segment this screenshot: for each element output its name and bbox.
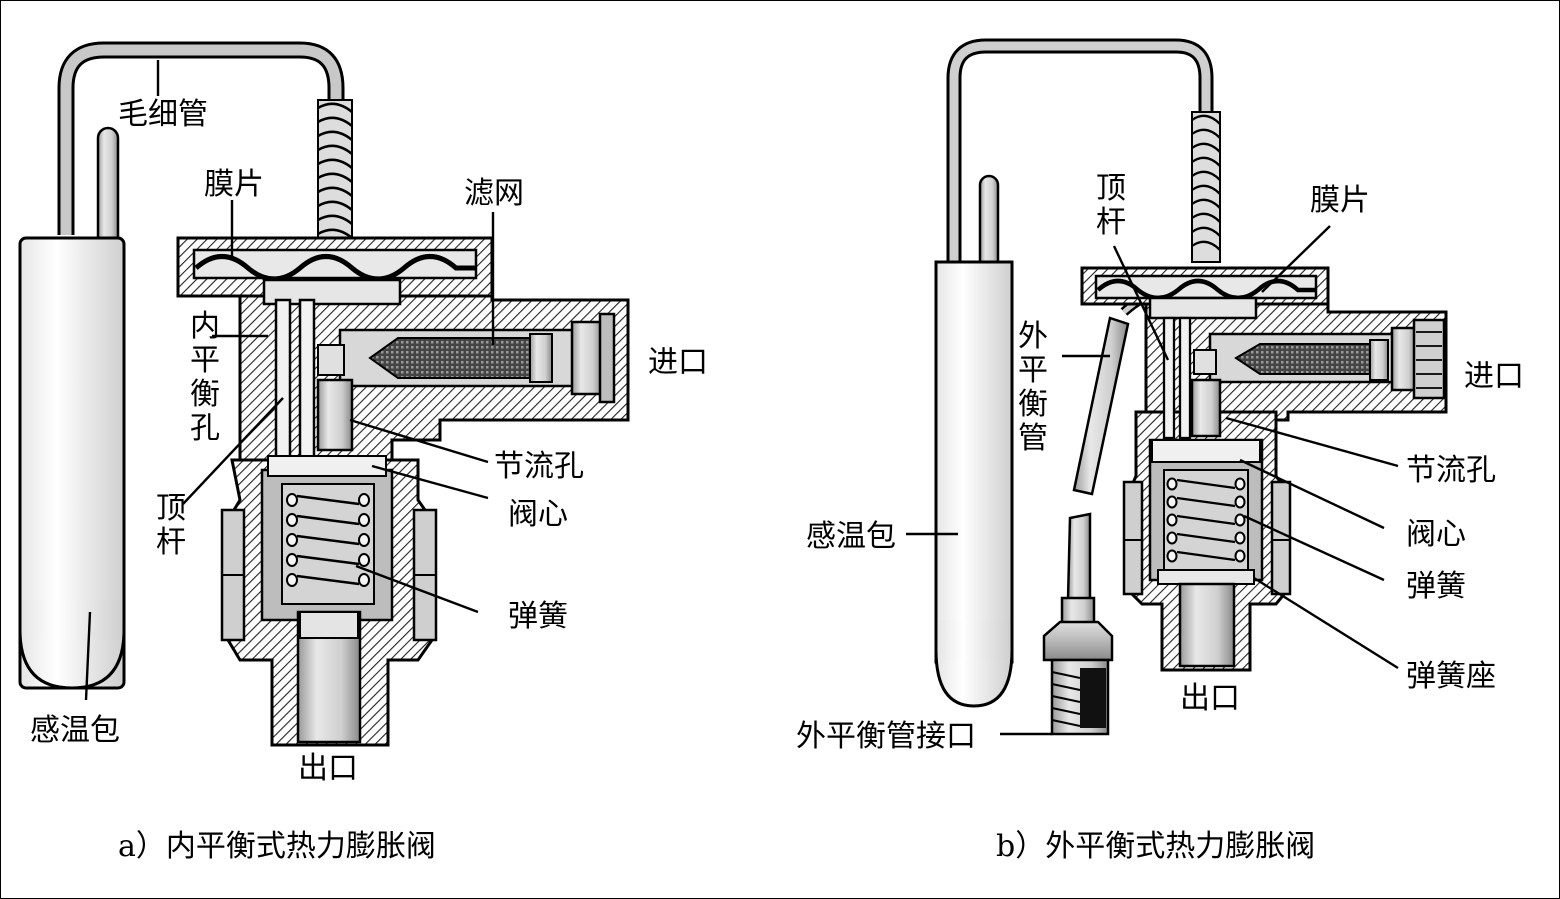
label-sensing-bulb-b: 感温包 [806,519,896,554]
leaders-b [906,225,1399,736]
label-spring-a: 弹簧 [508,599,568,634]
valve-core-b [1190,378,1222,438]
label-outlet-b: 出口 [1180,681,1240,716]
filter-mesh-a [368,337,531,379]
label-capillary-a: 毛细管 [118,97,208,132]
label-outlet-a: 出口 [298,751,358,786]
label-ext-tube-3: 衡 [1018,387,1048,422]
label-sensing-bulb-a: 感温包 [30,713,120,748]
label-push-rod-a-1: 顶 [156,491,186,526]
label-internal-hole-2: 平 [190,343,220,378]
label-inlet-a: 进口 [648,345,708,380]
sensing-bulb-b [934,260,1014,664]
label-ext-tube-4: 管 [1018,421,1048,456]
label-diaphragm-a: 膜片 [204,167,264,202]
label-push-rod-b-2: 杆 [1096,205,1126,240]
label-internal-hole-4: 孔 [190,411,220,446]
filter-mesh-b [1234,343,1371,375]
spring-seat-b [1157,569,1255,585]
label-spring-b: 弹簧 [1406,569,1466,604]
external-balance-port [1042,620,1114,662]
leaders-a [84,60,495,701]
valve-core-a [316,378,354,452]
valve-body-a [176,236,630,747]
label-valve-core-b: 阀心 [1406,517,1466,552]
caption-b: b）外平衡式热力膨胀阀 [996,829,1315,864]
label-ext-port-b: 外平衡管接口 [796,719,976,754]
diagram-b [934,38,1448,736]
diaphragm-a [194,254,476,282]
label-push-rod-b-1: 顶 [1096,171,1126,206]
label-ext-tube-1: 外 [1018,319,1048,354]
spring-a [281,483,375,605]
label-valve-core-a: 阀心 [508,497,568,532]
label-filter-a: 滤网 [464,176,524,211]
label-ext-tube-2: 平 [1018,353,1048,388]
diaphragm-b [1096,278,1316,301]
push-rod-b [1162,316,1176,440]
external-balance-tube [1072,316,1130,496]
diagram-a [18,41,630,747]
label-throttle-hole-b: 节流孔 [1406,453,1496,488]
push-rod-a [274,298,292,462]
label-spring-seat-b: 弹簧座 [1406,659,1496,694]
label-diaphragm-b: 膜片 [1310,183,1370,218]
label-push-rod-a-2: 杆 [156,525,186,560]
label-inlet-b: 进口 [1464,359,1524,394]
label-internal-hole-3: 衡 [190,377,220,412]
label-throttle-hole-a: 节流孔 [494,449,584,484]
spring-b [1163,469,1249,571]
capillary-coil-b [1191,111,1221,263]
label-internal-hole-1: 内 [190,309,220,344]
capillary-coil-a [317,99,353,251]
caption-a: a）内平衡式热力膨胀阀 [118,829,436,864]
